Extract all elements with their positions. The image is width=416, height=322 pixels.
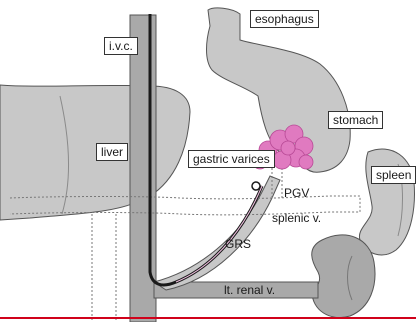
label-pgv: PGV [284,186,309,200]
grs-vessel [154,176,280,290]
label-gastric-varices: gastric varices [188,150,275,168]
label-esophagus: esophagus [250,10,319,28]
label-stomach: stomach [328,111,383,129]
label-spleen: spleen [371,166,416,184]
label-ivc: i.v.c. [104,37,138,55]
label-liver: liver [96,143,128,161]
spleen-shape [359,149,414,255]
balloon-tip [252,182,260,190]
label-lt-renal-v: lt. renal v. [224,283,275,297]
portal-vein-dotted [92,214,116,322]
kidney-shape [312,235,375,318]
label-grs: GRS [225,237,251,251]
label-splenic-v: splenic v. [272,211,321,225]
liver-shape [0,85,190,220]
